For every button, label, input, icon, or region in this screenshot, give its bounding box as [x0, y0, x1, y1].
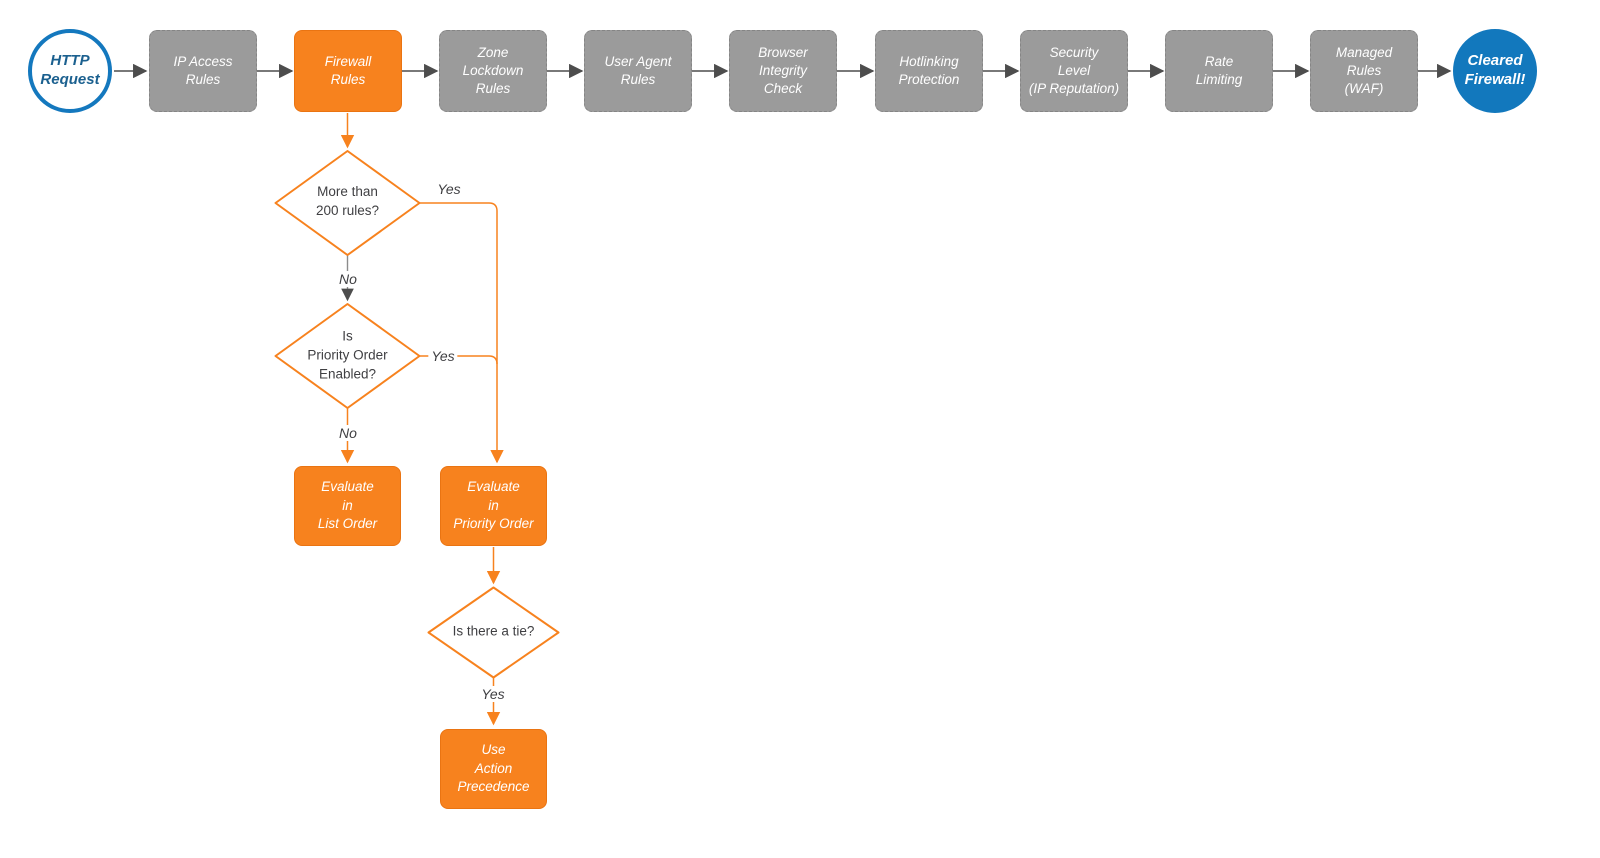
- edge-label-yes-200-rules: Yes: [437, 181, 461, 197]
- stage-browser-integrity-check: Browser Integrity Check: [729, 30, 837, 112]
- decision-is-there-a-tie-label: Is there a tie?: [452, 623, 535, 639]
- node-http-request: HTTP Request: [28, 29, 112, 113]
- decision-priority-order-enabled-label: Is Priority Order Enabled?: [307, 328, 388, 382]
- stage-managed-rules-waf: Managed Rules (WAF): [1310, 30, 1418, 112]
- stage-security-level: Security Level (IP Reputation): [1020, 30, 1128, 112]
- decision-is-there-a-tie-shape: [427, 586, 560, 679]
- stage-firewall-rules: Firewall Rules: [294, 30, 402, 112]
- edge-label-yes-priority-enabled: Yes: [428, 348, 458, 364]
- edge-label-yes-tie: Yes: [478, 686, 508, 702]
- action-evaluate-in-list-order: Evaluate in List Order: [294, 466, 401, 546]
- stage-ip-access-rules: IP Access Rules: [149, 30, 257, 112]
- edge-label-no-priority-enabled: No: [336, 425, 360, 441]
- edge-yes-200-rules-to-priority-order: [419, 202, 504, 464]
- edge-yes-priority-enabled-join: [419, 355, 498, 365]
- edge-label-no-200-rules: No: [336, 271, 360, 287]
- stage-rate-limiting: Rate Limiting: [1165, 30, 1273, 112]
- decision-more-than-200-rules-shape: [274, 150, 421, 256]
- decision-priority-order-enabled-shape: [274, 303, 421, 409]
- action-use-action-precedence: Use Action Precedence: [440, 729, 547, 809]
- action-evaluate-in-priority-order: Evaluate in Priority Order: [440, 466, 547, 546]
- decision-more-than-200-rules-label: More than 200 rules?: [315, 184, 380, 218]
- node-cleared-firewall: Cleared Firewall!: [1453, 29, 1537, 113]
- stage-hotlinking-protection: Hotlinking Protection: [875, 30, 983, 112]
- stage-zone-lockdown-rules: Zone Lockdown Rules: [439, 30, 547, 112]
- stage-user-agent-rules: User Agent Rules: [584, 30, 692, 112]
